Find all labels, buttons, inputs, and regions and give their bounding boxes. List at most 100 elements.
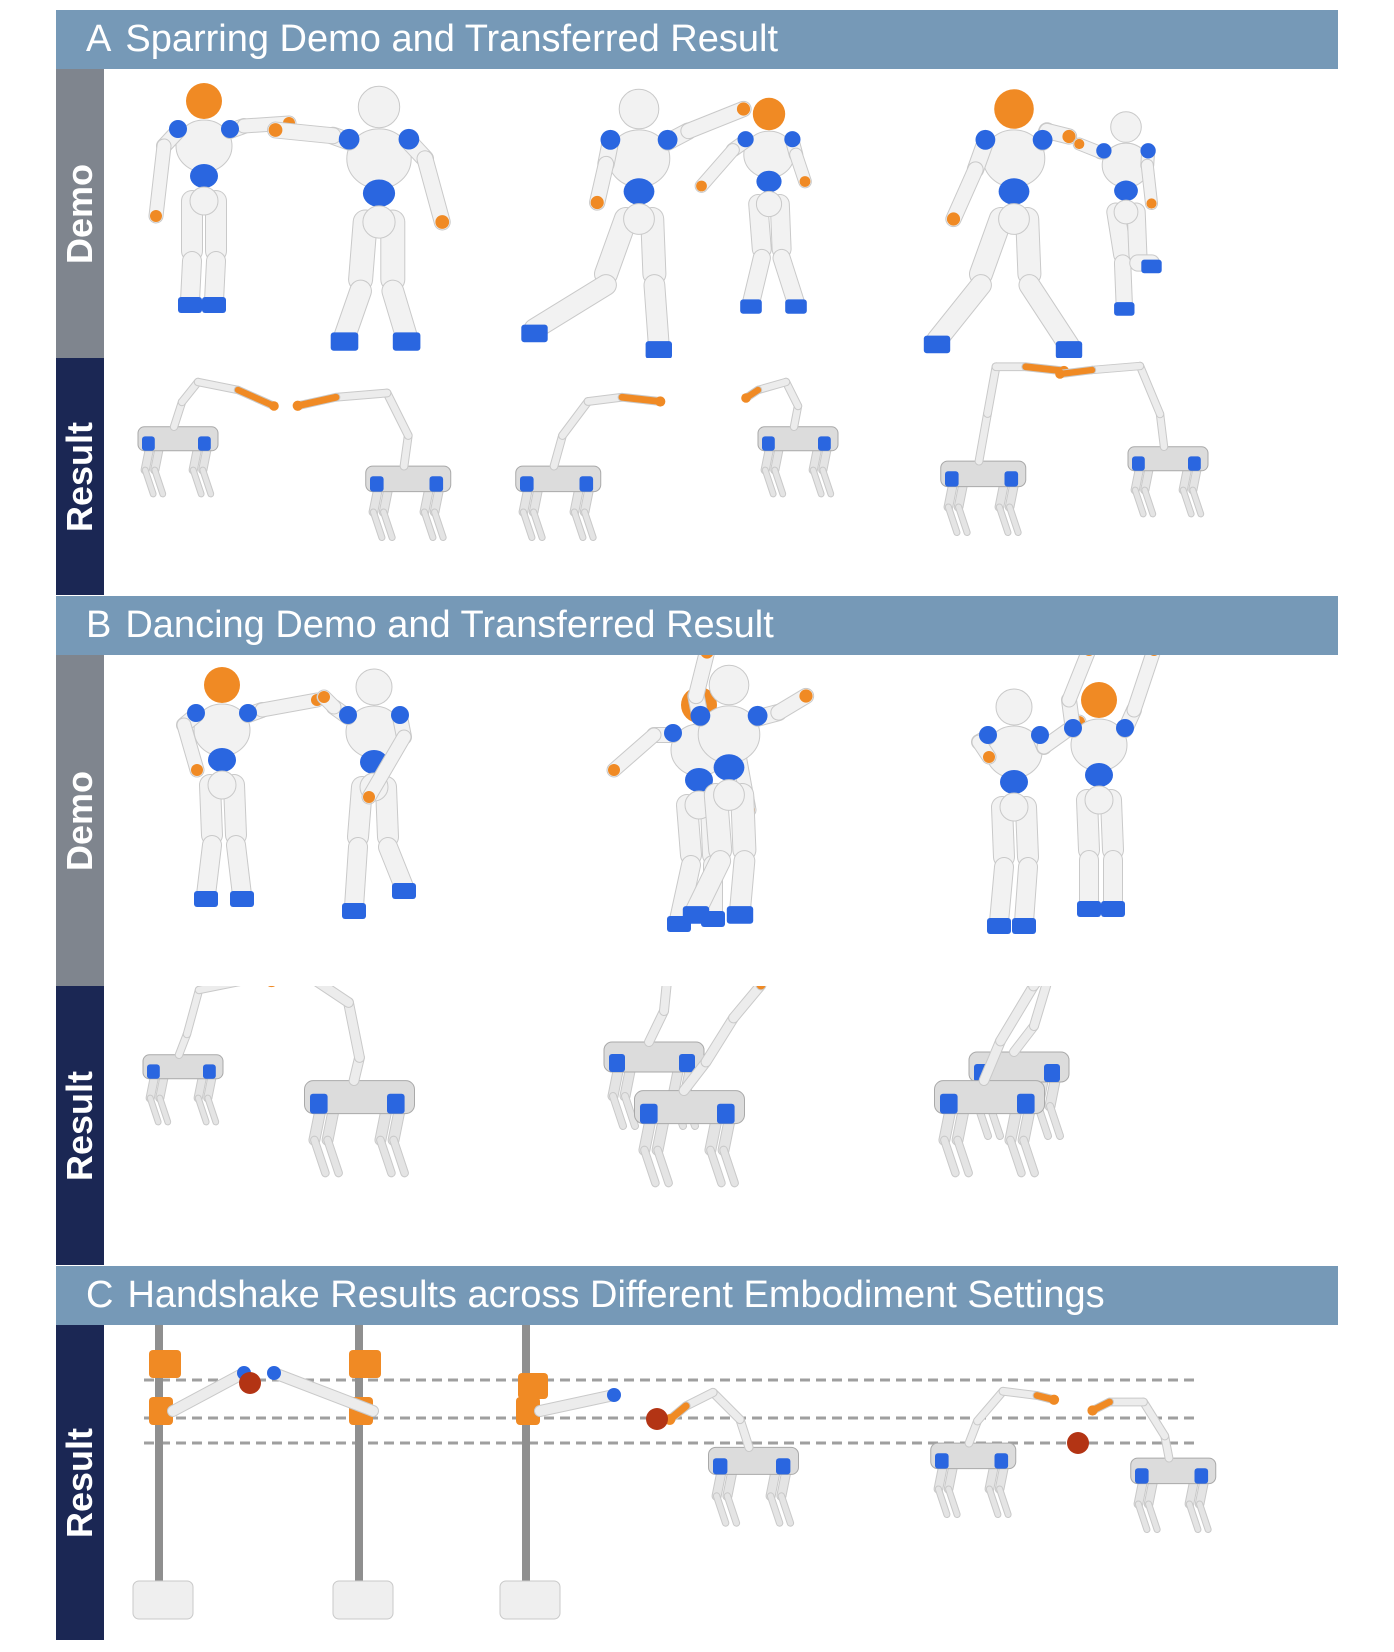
humanoid-a1-right-left-shin [334, 280, 371, 348]
quadruped-a1-left-leg-lower-2 [190, 467, 204, 497]
sparring-result-images [104, 358, 1338, 595]
quadruped-b1-left-arm-link-2 [195, 986, 236, 994]
section-b-header: B Dancing Demo and Transferred Result [56, 596, 1338, 655]
dancing-demo-illustration [176, 655, 1161, 934]
quadruped-a3-left-leg-lower-1 [956, 504, 970, 536]
humanoid-a3-left-head [994, 89, 1034, 129]
quadruped-a2-left-arm-link-2 [584, 393, 626, 405]
quadruped-b2-left-arm-link-0 [645, 1007, 668, 1046]
quadruped-a2-right-leg-lower-1 [772, 467, 786, 497]
humanoid-b1-right-left-thigh [348, 777, 372, 847]
quadruped-b2-right-leg-lower-1 [654, 1146, 672, 1187]
section-c-result-label-bar: Result [56, 1325, 104, 1640]
quadruped-a2-right-arm-link-2 [754, 378, 790, 394]
humanoid-a1-right-right-foot [392, 332, 421, 351]
quadruped-a3-left-leg-lower-3 [1007, 504, 1021, 536]
quadruped-c3-right-hip-rear [1194, 1468, 1209, 1484]
humanoid-a3-right-pelvis [1113, 199, 1139, 225]
humanoid-a2-right-right-foot [785, 299, 807, 314]
quadruped-b3-right-arm-link-1 [996, 986, 1038, 1046]
quadruped-a3-left-leg-lower-2 [996, 504, 1011, 536]
humanoid-a2-left-right-shoulder [657, 129, 678, 150]
humanoid-a1-left-head [186, 83, 222, 119]
humanoid-a1-left-left-shoulder [169, 120, 187, 138]
humanoid-b3-right-pelvis [1084, 785, 1114, 815]
section-c-title: Handshake Results across Different Embod… [127, 1274, 1105, 1316]
quadruped-b1-left-leg-lower-0 [147, 1095, 161, 1125]
quadruped-b2-left-hip-front [609, 1054, 625, 1072]
humanoid-a3-right-right-thigh [1127, 203, 1147, 263]
humanoid-a1-left-left-shin [181, 252, 201, 310]
section-b-letter: B [86, 604, 112, 646]
humanoid-a1-right-right-shin [382, 280, 417, 348]
sparring-demo-images [104, 69, 1338, 358]
humanoid-b2-right-right-hand [799, 689, 813, 703]
quadruped-a2-left-hip-rear [579, 476, 594, 492]
quadruped-b2-left-hip-rear [679, 1054, 695, 1072]
humanoid-b3-left-left-hand [983, 751, 995, 763]
humanoid-a3-left-left-hand [946, 212, 961, 226]
humanoid-b2-right-pelvis [713, 779, 745, 811]
quadruped-b2-right-arm-link-2 [729, 986, 766, 1023]
humanoid-b2-right-left-forearm [688, 655, 714, 704]
c1-handshake-ball [239, 1372, 261, 1394]
section-a-letter: A [86, 18, 112, 60]
quadruped-b1-left-hip-rear [203, 1064, 216, 1079]
quadruped-a1-right-leg-lower-1 [381, 509, 395, 541]
quadruped-c2-right-leg-lower-2 [767, 1493, 783, 1526]
dancing-result-illustration [142, 986, 1070, 1188]
humanoid-a3-right-abdomen [1114, 180, 1138, 201]
quadruped-a2-left-leg-lower-1 [531, 509, 545, 541]
humanoid-b3-left-right-shin [1015, 858, 1037, 931]
sparring-demo-illustration [148, 83, 1162, 358]
quadruped-a2-right-leg-lower-2 [810, 467, 824, 497]
humanoid-b1-right-right-forearm [362, 730, 411, 804]
humanoid-a2-left-right-hand [736, 102, 751, 116]
quadruped-a1-left-hip-rear [198, 436, 211, 451]
quadruped-a2-right-gripper [741, 393, 751, 403]
humanoid-b1-right-head [355, 668, 393, 706]
humanoid-a1-right-abdomen [362, 179, 396, 208]
quadruped-a3-right-arm-link-0 [1156, 410, 1168, 451]
quadruped-a1-left-hip-front [142, 436, 155, 451]
humanoid-a1-right-left-shoulder [338, 128, 360, 150]
section-a-result-label-bar: Result [56, 358, 104, 595]
section-a-result-label: Result [59, 421, 100, 532]
humanoid-b3-left-right-shoulder [1031, 726, 1049, 744]
humanoid-a1-right-head [357, 85, 401, 129]
humanoid-b1-right-right-thigh [376, 777, 398, 847]
section-a-demo-label: Demo [59, 163, 100, 264]
quadruped-c3-right-arm-link-1 [1140, 1398, 1169, 1440]
quadruped-c3-right-hip-front [1135, 1468, 1149, 1484]
humanoid-a3-right-left-shin [1114, 255, 1132, 314]
humanoid-b2-left-abdomen [685, 768, 713, 792]
section-b-title: Dancing Demo and Transferred Result [125, 604, 774, 646]
quadruped-a1-left-arm-link-1 [178, 378, 202, 406]
humanoid-b3-left-right-thigh [1016, 797, 1038, 867]
section-b-result-label: Result [59, 1070, 100, 1181]
quadruped-a3-right-arm-link-1 [1136, 362, 1164, 418]
quadruped-b3-right-leg-lower-0 [941, 1136, 959, 1177]
section-c-letter: C [86, 1274, 114, 1316]
humanoid-a1-left-pelvis [189, 186, 219, 216]
humanoid-b1-right-right-hand [363, 791, 375, 803]
humanoid-a1-right-left-foot [330, 332, 359, 351]
humanoid-b3-right-left-shoulder [1064, 719, 1082, 737]
quadruped-b1-right-leg-lower-3 [390, 1136, 408, 1177]
humanoid-a1-right-left-hand [268, 123, 283, 137]
quadruped-c3-left-arm-link-1 [974, 1387, 1007, 1425]
dancing-demo-images [104, 655, 1338, 986]
quadruped-c3-left-leg-lower-1 [946, 1486, 960, 1518]
humanoid-b3-right-abdomen [1085, 763, 1113, 787]
humanoid-b1-right-right-foot [392, 883, 416, 899]
humanoid-b1-left-abdomen [208, 748, 236, 772]
humanoid-a3-right-right-foot [1141, 259, 1162, 274]
humanoid-b3-right-right-foot [1101, 901, 1125, 917]
quadruped-a1-right-leg-lower-0 [370, 509, 385, 541]
humanoid-a2-left-right-foot [645, 341, 672, 358]
mobile-base-c1-left-base [132, 1580, 194, 1620]
quadruped-b1-right-hip-front [310, 1093, 328, 1114]
quadruped-b1-left-leg-lower-1 [157, 1095, 171, 1125]
humanoid-a3-left-right-hand [1062, 129, 1076, 144]
humanoid-a2-right-head [752, 97, 786, 131]
